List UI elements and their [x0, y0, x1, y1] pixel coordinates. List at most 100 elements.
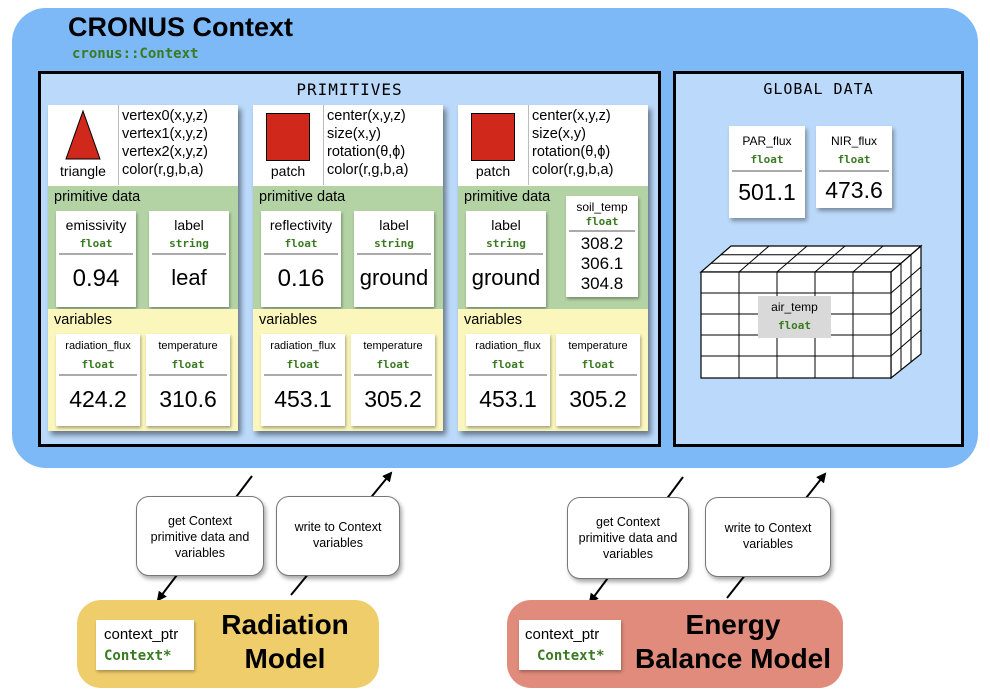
- primitive-data-label: primitive data: [464, 189, 551, 205]
- bubble-text: get Context primitive data and variables: [578, 515, 678, 561]
- radiation-model: context_ptr Context* Radiation Model: [77, 600, 379, 688]
- get-context-bubble: get Context primitive data and variables: [567, 497, 689, 579]
- field-divider: [732, 170, 802, 172]
- field-value: 453.1: [274, 386, 332, 412]
- field-type: float: [491, 358, 525, 371]
- attribute: rotation(θ,ϕ): [532, 144, 611, 160]
- field-name: label: [379, 217, 409, 233]
- variable-field-radiation-flux: radiation_flux float 453.1: [261, 334, 345, 426]
- data-field-label: label string leaf: [149, 211, 229, 307]
- variables-label: variables: [259, 312, 318, 328]
- attribute: rotation(θ,ϕ): [327, 144, 406, 160]
- field-name: temperature: [568, 340, 628, 352]
- field-divider: [354, 374, 432, 376]
- energy-balance-model: context_ptr Context* Energy Balance Mode…: [507, 600, 843, 688]
- variable-field-temperature: temperature float 305.2: [556, 334, 640, 426]
- variables-section: variables radiation_flux float 453.1 tem…: [458, 309, 648, 431]
- field-type: float: [750, 153, 784, 166]
- variable-field-temperature: temperature float 305.2: [351, 334, 435, 426]
- get-context-bubble: get Context primitive data and variables: [136, 496, 264, 576]
- field-divider: [264, 253, 338, 255]
- context-pointer: context_ptr Context*: [96, 620, 194, 670]
- variable-field-temperature: temperature float 310.6: [146, 334, 230, 426]
- write-context-bubble: write to Context variables: [705, 497, 831, 577]
- field-name: radiation_flux: [475, 340, 541, 352]
- primitive-data-section: primitive data reflectivity float 0.16 l…: [253, 186, 443, 309]
- global-field-par-flux: PAR_flux float 501.1: [729, 126, 805, 218]
- air-temp-field: air_temp float: [758, 296, 831, 338]
- field-value: 308.2: [580, 234, 624, 253]
- attribute-list: center(x,y,z) size(x,y) rotation(θ,ϕ) co…: [327, 107, 408, 179]
- field-name: label: [174, 217, 204, 233]
- attribute: vertex2(x,y,z): [122, 144, 208, 160]
- field-value: 0.94: [72, 265, 120, 292]
- attribute: vertex0(x,y,z): [122, 108, 208, 124]
- field-divider: [559, 374, 637, 376]
- data-field-label: label string ground: [354, 211, 434, 307]
- data-field-label: label string ground: [466, 211, 546, 307]
- pointer-name: context_ptr: [525, 626, 600, 643]
- primitive-data-section: primitive data label string ground soil_…: [458, 186, 648, 309]
- patch-icon: [266, 113, 310, 161]
- write-context-bubble: write to Context variables: [276, 496, 400, 576]
- primitives-panel: PRIMITIVES triangle vertex0(x,y,z) verte…: [38, 71, 661, 447]
- primitive-data-label: primitive data: [54, 189, 141, 205]
- field-value: 305.2: [364, 386, 422, 412]
- field-value: 306.1: [580, 254, 624, 273]
- bubble-text: write to Context variables: [294, 520, 382, 550]
- field-name: emissivity: [65, 217, 127, 233]
- context-title: CRONUS Context: [68, 12, 294, 42]
- field-name: PAR_flux: [742, 134, 792, 148]
- field-value: leaf: [171, 265, 207, 290]
- model-title: Radiation Model: [195, 608, 375, 676]
- attribute: vertex1(x,y,z): [122, 126, 208, 142]
- attribute: color(r,g,b,a): [532, 162, 614, 178]
- context-pointer: context_ptr Context*: [519, 620, 621, 670]
- model-title-line: Radiation: [221, 609, 349, 640]
- field-type: float: [376, 358, 410, 371]
- primitive-data-label: primitive data: [259, 189, 346, 205]
- variable-field-radiation-flux: radiation_flux float 424.2: [56, 334, 140, 426]
- variables-label: variables: [464, 312, 523, 328]
- field-value: 0.16: [277, 265, 325, 292]
- field-name: temperature: [158, 340, 218, 352]
- field-type: float: [585, 215, 619, 228]
- data-field-soil-temp: soil_temp float 308.2 306.1 304.8: [566, 196, 638, 297]
- primitive-card-triangle: triangle vertex0(x,y,z) vertex1(x,y,z) v…: [48, 105, 238, 431]
- field-type: float: [171, 358, 205, 371]
- field-type: string: [374, 237, 414, 250]
- field-name: label: [491, 217, 521, 233]
- field-value: ground: [359, 265, 429, 290]
- field-divider: [264, 374, 342, 376]
- pointer-name: context_ptr: [104, 626, 179, 643]
- field-type: float: [581, 358, 615, 371]
- field-value: 453.1: [479, 386, 537, 412]
- triangle-icon: [65, 109, 101, 160]
- model-title: Energy Balance Model: [625, 608, 841, 676]
- attribute-list: center(x,y,z) size(x,y) rotation(θ,ϕ) co…: [532, 107, 613, 179]
- field-type: float: [777, 319, 812, 332]
- attribute: center(x,y,z): [327, 108, 406, 124]
- field-value: 501.1: [738, 179, 796, 205]
- shape-label: triangle: [60, 163, 106, 179]
- pointer-type: Context*: [104, 648, 172, 664]
- field-name: radiation_flux: [270, 340, 336, 352]
- attribute: size(x,y): [327, 126, 381, 142]
- pointer-type: Context*: [537, 648, 605, 664]
- variable-field-radiation-flux: radiation_flux float 453.1: [466, 334, 550, 426]
- field-type: float: [837, 153, 871, 166]
- attribute: color(r,g,b,a): [122, 162, 204, 178]
- bubble-text: write to Context variables: [724, 521, 812, 551]
- field-type: float: [79, 237, 113, 250]
- field-name: NIR_flux: [830, 134, 877, 148]
- variables-section: variables radiation_flux float 453.1 tem…: [253, 309, 443, 431]
- field-value: ground: [471, 265, 541, 290]
- field-type: float: [81, 358, 115, 371]
- context-class-name: cronus::Context: [72, 46, 199, 62]
- model-title-line: Energy: [685, 609, 781, 640]
- field-type: string: [169, 237, 209, 250]
- variables-label: variables: [54, 312, 113, 328]
- variables-section: variables radiation_flux float 424.2 tem…: [48, 309, 238, 431]
- data-field-reflectivity: reflectivity float 0.16: [261, 211, 341, 307]
